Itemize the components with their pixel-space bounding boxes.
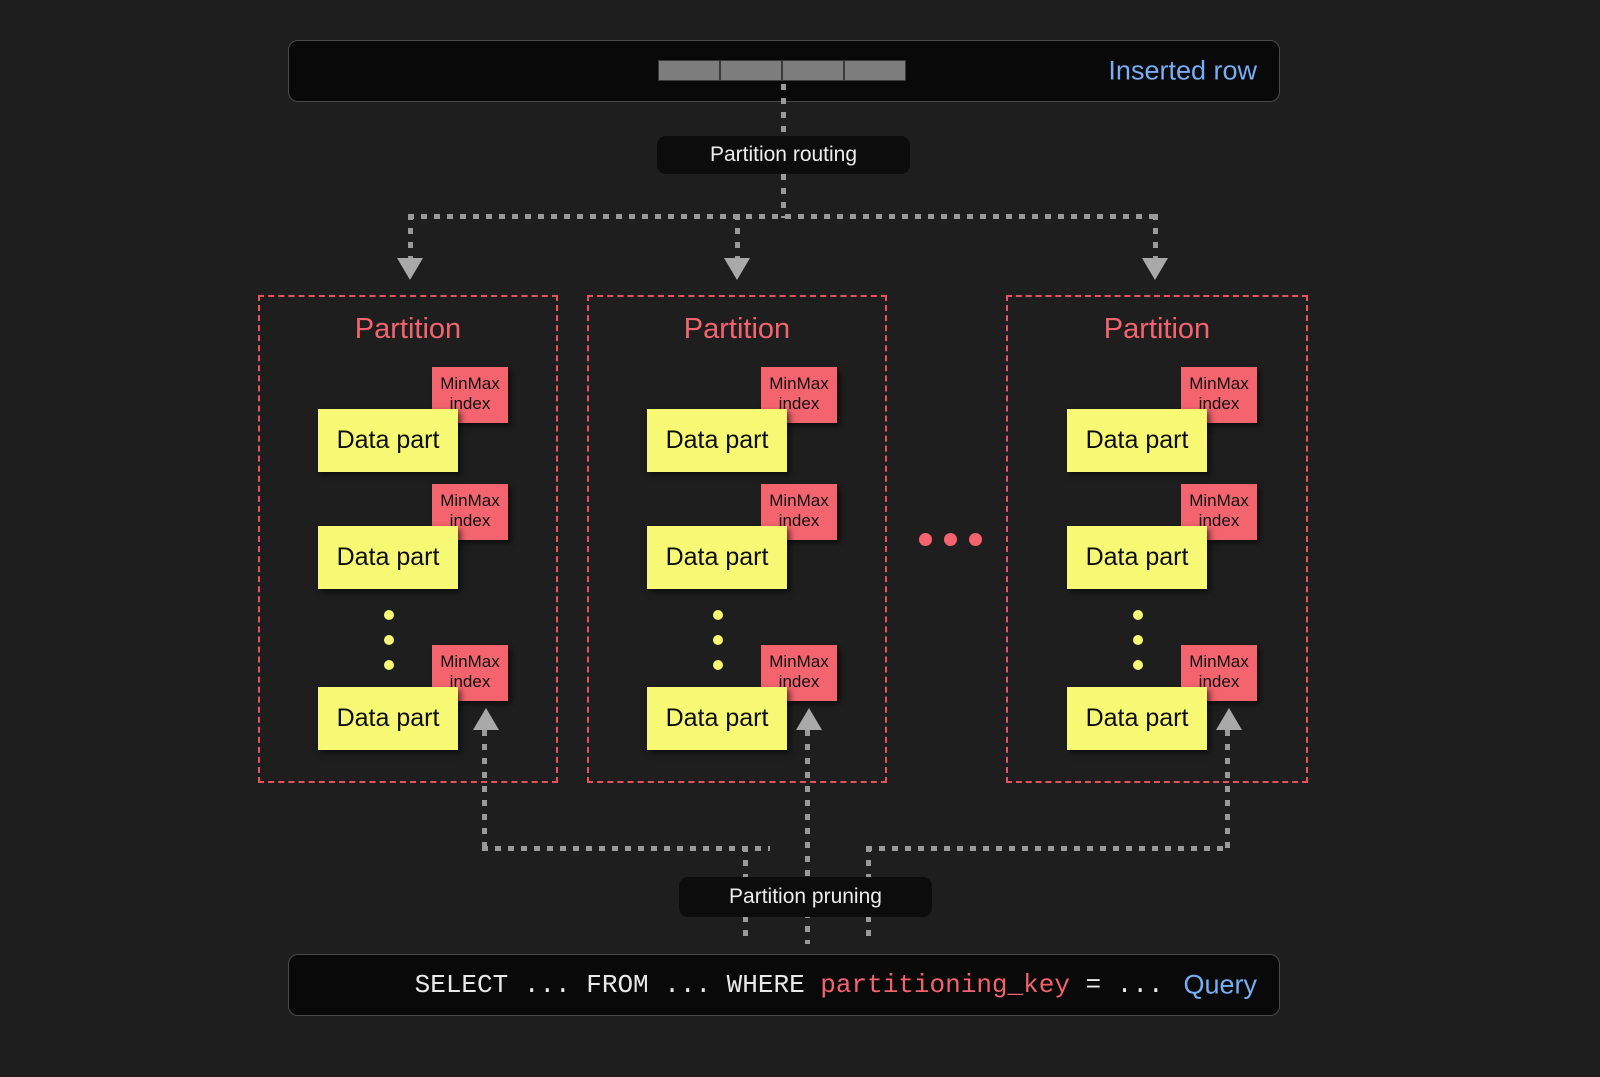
partition-box[interactable]: Partition MinMax index Data part MinMax … [1006, 295, 1308, 783]
minmax-index-line2: index [778, 672, 820, 691]
partition-box[interactable]: Partition MinMax index Data part MinMax … [258, 295, 558, 783]
minmax-index-box: MinMax index [432, 645, 508, 701]
minmax-index-line2: index [449, 672, 491, 691]
ellipsis-dot [384, 610, 394, 620]
connector-row-to-routing [781, 84, 786, 138]
minmax-index-line1: MinMax [769, 374, 829, 393]
connector-routing-to-bus [781, 174, 786, 218]
minmax-index-line1: MinMax [440, 491, 500, 510]
ellipsis-dot [969, 533, 982, 546]
minmax-index-line2: index [449, 511, 491, 530]
minmax-index-line2: index [1198, 672, 1240, 691]
query-bar: SELECT ... FROM ... WHERE partitioning_k… [288, 954, 1280, 1016]
row-cell [720, 60, 782, 81]
arrow-into-partition-0 [397, 258, 423, 280]
data-part-box: Data part [1067, 409, 1207, 472]
minmax-index-line1: MinMax [440, 374, 500, 393]
data-part-group[interactable]: MinMax index Data part [318, 645, 508, 750]
connector-bus-drop-2 [1153, 214, 1158, 260]
minmax-index-line2: index [778, 511, 820, 530]
connector-pruning-up-2 [1225, 730, 1230, 850]
minmax-index-line1: MinMax [769, 491, 829, 510]
minmax-index-line2: index [449, 394, 491, 413]
ellipsis-dot [713, 635, 723, 645]
data-part-box: Data part [647, 409, 787, 472]
minmax-index-line2: index [1198, 394, 1240, 413]
minmax-index-line1: MinMax [1189, 491, 1249, 510]
data-part-group[interactable]: MinMax index Data part [318, 484, 508, 589]
partition-title: Partition [1103, 313, 1211, 345]
arrow-into-partition-2 [1142, 258, 1168, 280]
ellipsis-dot [944, 533, 957, 546]
data-part-box: Data part [318, 687, 458, 750]
data-part-group[interactable]: MinMax index Data part [647, 484, 837, 589]
partition-title: Partition [354, 313, 462, 345]
partition-box[interactable]: Partition MinMax index Data part MinMax … [587, 295, 887, 783]
partition-routing-label: Partition routing [709, 143, 858, 166]
connector-pruning-bus-right [866, 846, 1230, 851]
connector-pruning-up-1 [805, 730, 810, 944]
query-suffix: = ... [1069, 970, 1164, 1000]
data-part-ellipsis [384, 610, 394, 685]
data-part-group[interactable]: MinMax index Data part [647, 645, 837, 750]
ellipsis-dot [384, 660, 394, 670]
minmax-index-box: MinMax index [1181, 484, 1257, 540]
minmax-index-line1: MinMax [1189, 374, 1249, 393]
data-part-box: Data part [647, 526, 787, 589]
ellipsis-dot [1133, 610, 1143, 620]
connector-routing-bus [408, 214, 1158, 219]
row-cell [782, 60, 844, 81]
ellipsis-dot [1133, 660, 1143, 670]
partition-title: Partition [683, 313, 791, 345]
data-part-box: Data part [318, 409, 458, 472]
arrow-pruning-to-partition-0 [473, 708, 499, 730]
connector-pruning-bus-left [482, 846, 770, 851]
partition-pruning-label: Partition pruning [729, 885, 882, 908]
data-part-ellipsis [713, 610, 723, 685]
partition-ellipsis [919, 533, 982, 546]
data-part-group[interactable]: MinMax index Data part [1067, 484, 1257, 589]
data-part-ellipsis [1133, 610, 1143, 685]
connector-pruning-up-0 [482, 730, 487, 850]
minmax-index-line1: MinMax [769, 652, 829, 671]
arrow-pruning-to-partition-1 [796, 708, 822, 730]
minmax-index-line2: index [1198, 511, 1240, 530]
ellipsis-dot [713, 610, 723, 620]
ellipsis-dot [384, 635, 394, 645]
query-prefix: SELECT ... FROM ... WHERE [414, 970, 821, 1000]
data-part-box: Data part [1067, 526, 1207, 589]
data-part-group[interactable]: MinMax index Data part [1067, 645, 1257, 750]
partition-pruning-box: Partition pruning [679, 877, 932, 917]
inserted-row-label: Inserted row [1108, 55, 1257, 86]
data-part-group[interactable]: MinMax index Data part [647, 367, 837, 472]
minmax-index-line1: MinMax [440, 652, 500, 671]
data-part-group[interactable]: MinMax index Data part [1067, 367, 1257, 472]
query-keyword: partitioning_key [820, 970, 1070, 1000]
query-label: Query [1183, 969, 1257, 1000]
arrow-into-partition-1 [724, 258, 750, 280]
inserted-row-cells [658, 60, 906, 81]
ellipsis-dot [1133, 635, 1143, 645]
minmax-index-line1: MinMax [1189, 652, 1249, 671]
connector-bus-drop-0 [408, 214, 413, 260]
data-part-box: Data part [1067, 687, 1207, 750]
row-cell [844, 60, 906, 81]
data-part-box: Data part [647, 687, 787, 750]
ellipsis-dot [919, 533, 932, 546]
row-cell [658, 60, 720, 81]
data-part-box: Data part [318, 526, 458, 589]
minmax-index-box: MinMax index [432, 367, 508, 423]
query-text: SELECT ... FROM ... WHERE partitioning_k… [321, 940, 1164, 1030]
partition-routing-box: Partition routing [657, 136, 910, 174]
data-part-group[interactable]: MinMax index Data part [318, 367, 508, 472]
ellipsis-dot [713, 660, 723, 670]
arrow-pruning-to-partition-2 [1216, 708, 1242, 730]
connector-bus-drop-1 [735, 214, 740, 260]
minmax-index-line2: index [778, 394, 820, 413]
